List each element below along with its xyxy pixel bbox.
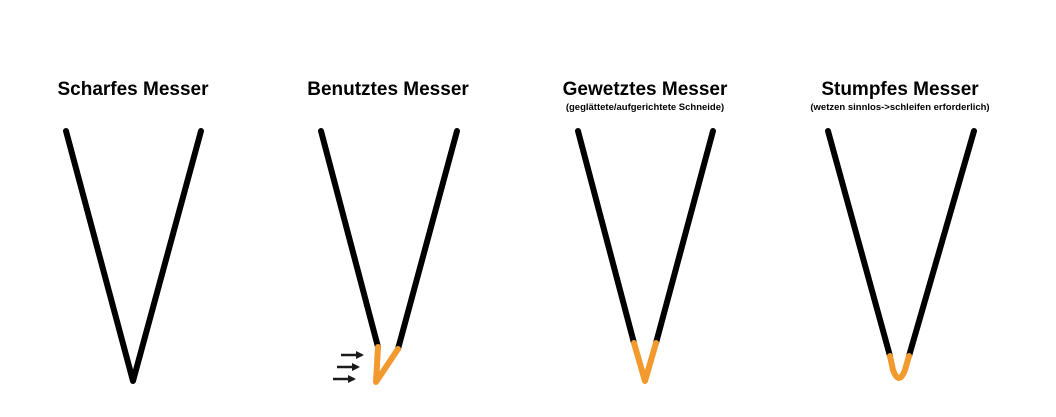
panel-title: Stumpfes Messer bbox=[821, 79, 979, 100]
force-arrows bbox=[333, 351, 364, 383]
sharp-knife-edge-icon bbox=[63, 128, 204, 384]
panel-subtitle: (geglättete/aufgerichtete Schneide) bbox=[566, 102, 724, 113]
panel-sharp-knife: Scharfes Messer bbox=[57, 79, 209, 384]
panel-used-knife: Benutztes Messer bbox=[307, 79, 469, 385]
panel-title: Benutztes Messer bbox=[307, 79, 469, 100]
panel-subtitle: (wetzen sinnlos->schleifen erforderlich) bbox=[810, 102, 989, 113]
panel-title: Gewetztes Messer bbox=[563, 79, 728, 100]
dull-knife-edge-icon bbox=[825, 128, 977, 381]
bent-knife-edge-icon bbox=[318, 128, 460, 385]
panel-title: Scharfes Messer bbox=[57, 79, 209, 100]
panel-dull-knife: Stumpfes Messer (wetzen sinnlos->schleif… bbox=[810, 79, 990, 381]
panel-honed-knife: Gewetztes Messer (geglättete/aufgerichte… bbox=[563, 79, 728, 384]
honed-knife-edge-icon bbox=[575, 128, 716, 384]
